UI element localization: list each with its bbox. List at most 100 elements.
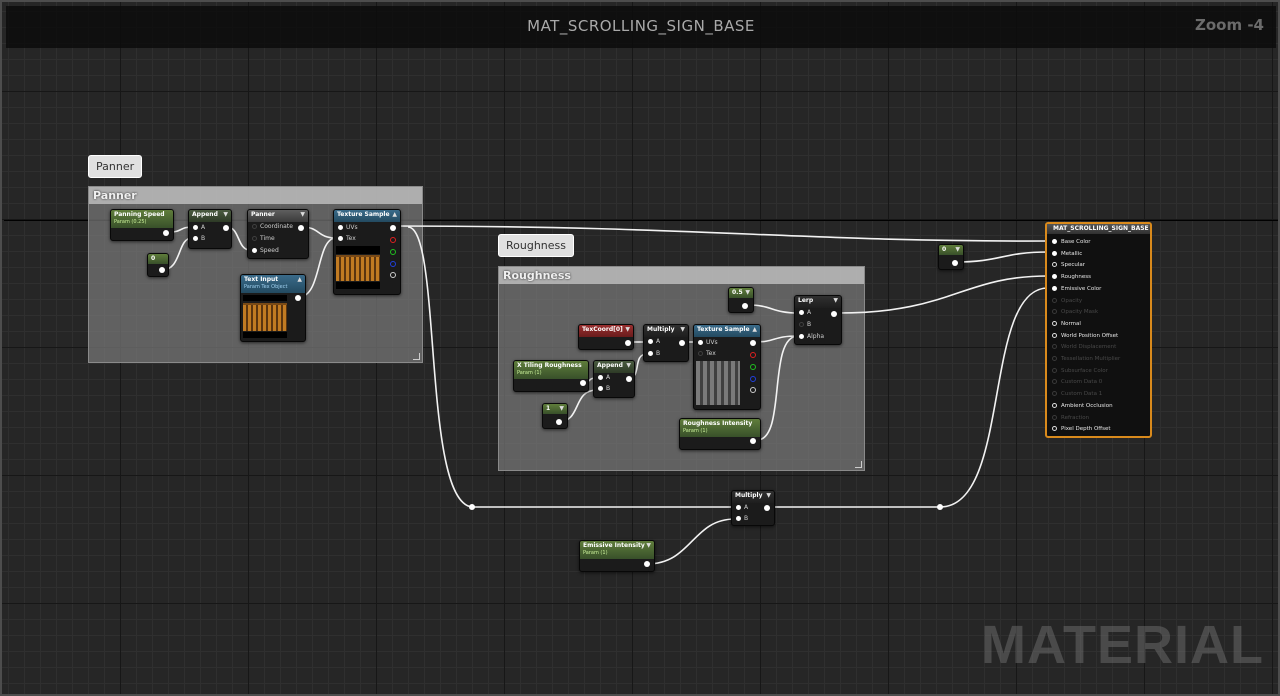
result-pin[interactable]: Normal xyxy=(1052,320,1081,328)
resize-handle-icon[interactable] xyxy=(413,353,420,360)
constant-node[interactable]: 0▼ xyxy=(938,244,964,270)
texcoord-node[interactable]: TexCoord[0]▼ xyxy=(578,324,634,350)
collapse-arrow-icon[interactable]: ▼ xyxy=(646,542,651,549)
input-pin-b[interactable]: B xyxy=(736,515,748,523)
output-pin[interactable] xyxy=(163,230,169,236)
output-pin-b[interactable] xyxy=(750,376,756,382)
output-pin[interactable] xyxy=(626,376,632,382)
output-pin[interactable] xyxy=(295,295,301,301)
output-pin[interactable] xyxy=(742,303,748,309)
resize-handle-icon[interactable] xyxy=(855,461,862,468)
node-header: Panner▼ xyxy=(248,210,308,222)
result-pin-label: Subsurface Color xyxy=(1061,367,1108,374)
collapse-arrow-icon[interactable]: ▼ xyxy=(766,492,771,499)
output-pin-b[interactable] xyxy=(390,261,396,267)
collapse-arrow-icon[interactable]: ▲ xyxy=(752,326,757,333)
output-pin[interactable] xyxy=(159,267,165,273)
input-pin-b[interactable]: B xyxy=(799,321,811,329)
output-pin-g[interactable] xyxy=(390,249,396,255)
panner-comment-bubble-text: Panner xyxy=(96,160,135,173)
constant-node[interactable]: 0 xyxy=(147,253,169,277)
constant-node[interactable]: 1▼ xyxy=(542,403,568,429)
input-pin-b[interactable]: B xyxy=(648,350,660,358)
input-pin-time[interactable]: Time xyxy=(252,235,275,243)
collapse-arrow-icon[interactable]: ▼ xyxy=(625,326,630,333)
output-pin-g[interactable] xyxy=(750,364,756,370)
result-pin[interactable]: Base Color xyxy=(1052,238,1091,246)
result-pin[interactable]: Specular xyxy=(1052,261,1085,269)
texture-sample-node[interactable]: Texture Sample▲ UVs Tex xyxy=(333,209,401,295)
collapse-arrow-icon[interactable]: ▼ xyxy=(223,211,228,218)
output-pin[interactable] xyxy=(750,438,756,444)
output-pin[interactable] xyxy=(556,419,562,425)
input-pin-tex[interactable]: Tex xyxy=(698,350,716,358)
output-pin[interactable] xyxy=(625,340,631,346)
output-pin-r[interactable] xyxy=(750,352,756,358)
output-pin[interactable] xyxy=(580,380,586,386)
input-pin-a[interactable]: A xyxy=(193,224,205,232)
output-pin-a[interactable] xyxy=(390,272,396,278)
collapse-arrow-icon[interactable]: ▼ xyxy=(745,289,750,296)
output-pin-a[interactable] xyxy=(750,387,756,393)
output-pin[interactable] xyxy=(298,225,304,231)
input-pin-a[interactable]: A xyxy=(799,309,811,317)
pin-label: B xyxy=(201,235,206,242)
output-pin[interactable] xyxy=(764,505,770,511)
input-pin-tex[interactable]: Tex xyxy=(338,235,356,243)
input-pin-coordinate[interactable]: Coordinate xyxy=(252,223,293,231)
result-pin[interactable]: Metallic xyxy=(1052,250,1082,258)
output-pin-r[interactable] xyxy=(390,237,396,243)
roughness-comment-bubble-text: Roughness xyxy=(506,239,567,252)
collapse-arrow-icon[interactable]: ▼ xyxy=(833,297,838,304)
collapse-arrow-icon[interactable]: ▼ xyxy=(955,246,960,253)
collapse-arrow-icon[interactable]: ▼ xyxy=(680,326,685,333)
result-pin[interactable]: World Position Offset xyxy=(1052,332,1118,340)
input-pin-alpha[interactable]: Alpha xyxy=(799,333,824,341)
texture-sample-node[interactable]: Texture Sample▲ UVs Tex xyxy=(693,324,761,410)
reroute-node[interactable] xyxy=(937,504,943,510)
multiply-node[interactable]: Multiply▼ A B xyxy=(643,324,689,362)
lerp-node[interactable]: Lerp▼ A B Alpha xyxy=(794,295,842,345)
roughness-comment-bubble[interactable]: Roughness xyxy=(498,234,575,257)
constant-node[interactable]: 0.5▼ xyxy=(728,287,754,313)
panner-node[interactable]: Panner▼ Coordinate Time Speed xyxy=(247,209,309,259)
input-pin-b[interactable]: B xyxy=(193,235,205,243)
input-pin-a[interactable]: A xyxy=(648,338,660,346)
collapse-arrow-icon[interactable]: ▲ xyxy=(297,276,302,283)
input-pin-uvs[interactable]: UVs xyxy=(338,224,358,232)
input-pin-speed[interactable]: Speed xyxy=(252,247,279,255)
reroute-node[interactable] xyxy=(469,504,475,510)
append-node[interactable]: Append▼ A B xyxy=(188,209,232,249)
output-pin-rgb[interactable] xyxy=(750,340,756,346)
input-pin-a[interactable]: A xyxy=(736,504,748,512)
result-pin[interactable]: Ambient Occlusion xyxy=(1052,402,1113,410)
multiply-node[interactable]: Multiply▼ A B xyxy=(731,490,775,526)
result-pin[interactable]: Pixel Depth Offset xyxy=(1052,425,1111,433)
collapse-arrow-icon[interactable]: ▼ xyxy=(626,362,631,369)
panner-comment-bubble[interactable]: Panner xyxy=(88,155,143,178)
collapse-arrow-icon[interactable]: ▲ xyxy=(392,211,397,218)
output-pin[interactable] xyxy=(644,561,650,567)
output-pin[interactable] xyxy=(223,225,229,231)
result-pin[interactable]: Roughness xyxy=(1052,273,1091,281)
output-pin-rgb[interactable] xyxy=(390,225,396,231)
input-pin-b[interactable]: B xyxy=(598,385,610,393)
append-node[interactable]: Append▼ A B xyxy=(593,360,635,398)
collapse-arrow-icon[interactable]: ▼ xyxy=(300,211,305,218)
result-pin[interactable]: Emissive Color xyxy=(1052,285,1101,293)
output-pin[interactable] xyxy=(679,340,685,346)
node-header: Texture Sample▲ xyxy=(334,210,400,222)
output-pin[interactable] xyxy=(831,311,837,317)
output-pin[interactable] xyxy=(952,260,958,266)
input-pin-a[interactable]: A xyxy=(598,374,610,382)
collapse-arrow-icon[interactable]: ▼ xyxy=(559,405,564,412)
pin-label: Alpha xyxy=(807,333,825,340)
input-pin-uvs[interactable]: UVs xyxy=(698,339,718,347)
